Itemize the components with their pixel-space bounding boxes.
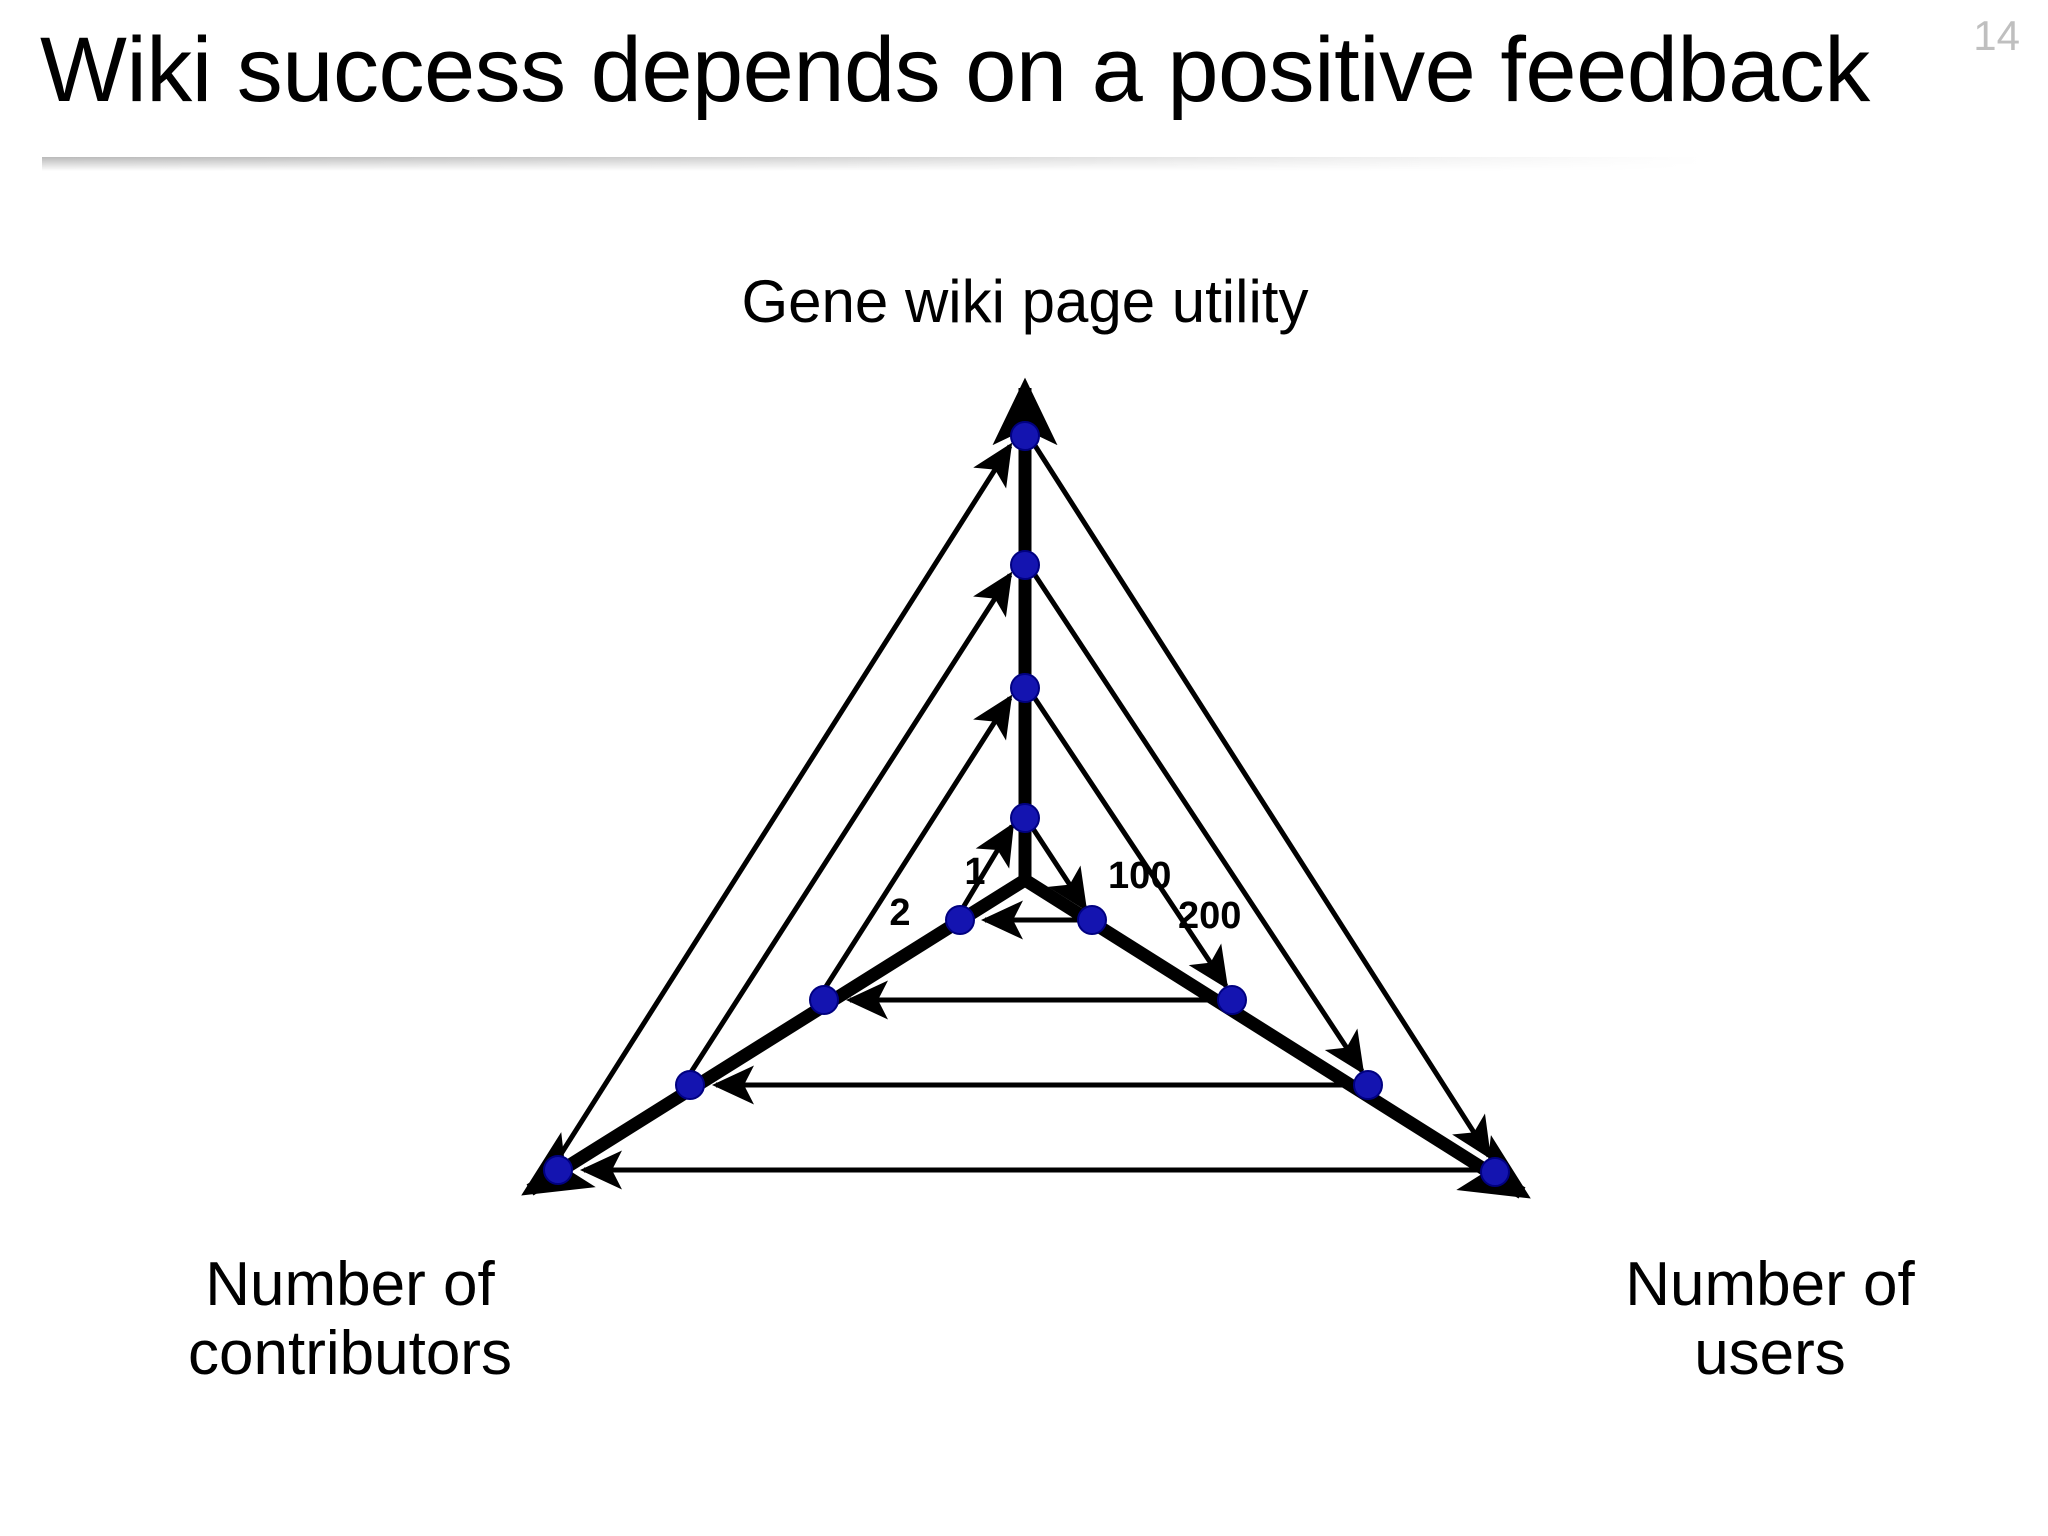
tick-label-contributors-1: 1	[964, 851, 985, 893]
axis-label-contributors: Number of contributors	[140, 1250, 560, 1389]
page-number: 14	[1973, 12, 2020, 59]
loop3-contributors-to-utility	[683, 571, 1013, 1082]
tick-label-users-200: 200	[1178, 895, 1241, 937]
node-group	[543, 421, 1510, 1187]
node-contributors-4	[543, 1155, 573, 1185]
axis-label-utility: Gene wiki page utility	[742, 268, 1309, 335]
axes-group	[521, 377, 1531, 1199]
loop4-contributors-to-utility	[551, 442, 1013, 1167]
loop2-contributors-to-utility	[817, 694, 1013, 998]
node-utility-1	[1010, 803, 1040, 833]
node-utility-2	[1010, 673, 1040, 703]
tick-label-users-100: 100	[1108, 855, 1171, 897]
node-utility-4	[1010, 421, 1040, 451]
axis-users	[1021, 874, 1531, 1199]
node-contributors-2	[809, 985, 839, 1015]
axis-label-contributors-line1: Number of	[205, 1250, 495, 1319]
feedback-loop-4	[551, 442, 1492, 1190]
axis-label-users: Number of users	[1560, 1250, 1980, 1389]
axis-label-users-line1: Number of	[1625, 1250, 1915, 1319]
node-users-1	[1077, 905, 1107, 935]
loop3-utility-to-users	[1030, 570, 1365, 1075]
tick-label-contributors-2: 2	[889, 892, 910, 934]
node-contributors-3	[675, 1070, 705, 1100]
node-users-4	[1480, 1157, 1510, 1187]
axis-label-users-line2: users	[1694, 1319, 1846, 1389]
loop4-utility-to-users	[1031, 442, 1492, 1160]
axis-contributors	[521, 874, 1029, 1196]
node-utility-3	[1010, 550, 1040, 580]
loop2-utility-to-users	[1029, 692, 1229, 990]
loop1-utility-to-users	[1027, 822, 1088, 912]
node-users-3	[1353, 1070, 1383, 1100]
page-title: Wiki success depends on a positive feedb…	[40, 19, 1870, 121]
axis-label-contributors-line2: contributors	[188, 1319, 512, 1389]
title-divider	[42, 157, 1702, 171]
feedback-loop-1	[955, 822, 1088, 940]
node-users-2	[1217, 985, 1247, 1015]
loop1-contributors-to-utility	[955, 822, 1015, 918]
node-contributors-1	[945, 905, 975, 935]
feedback-loop-3	[683, 570, 1365, 1105]
feedback-loop-2	[817, 692, 1229, 1020]
